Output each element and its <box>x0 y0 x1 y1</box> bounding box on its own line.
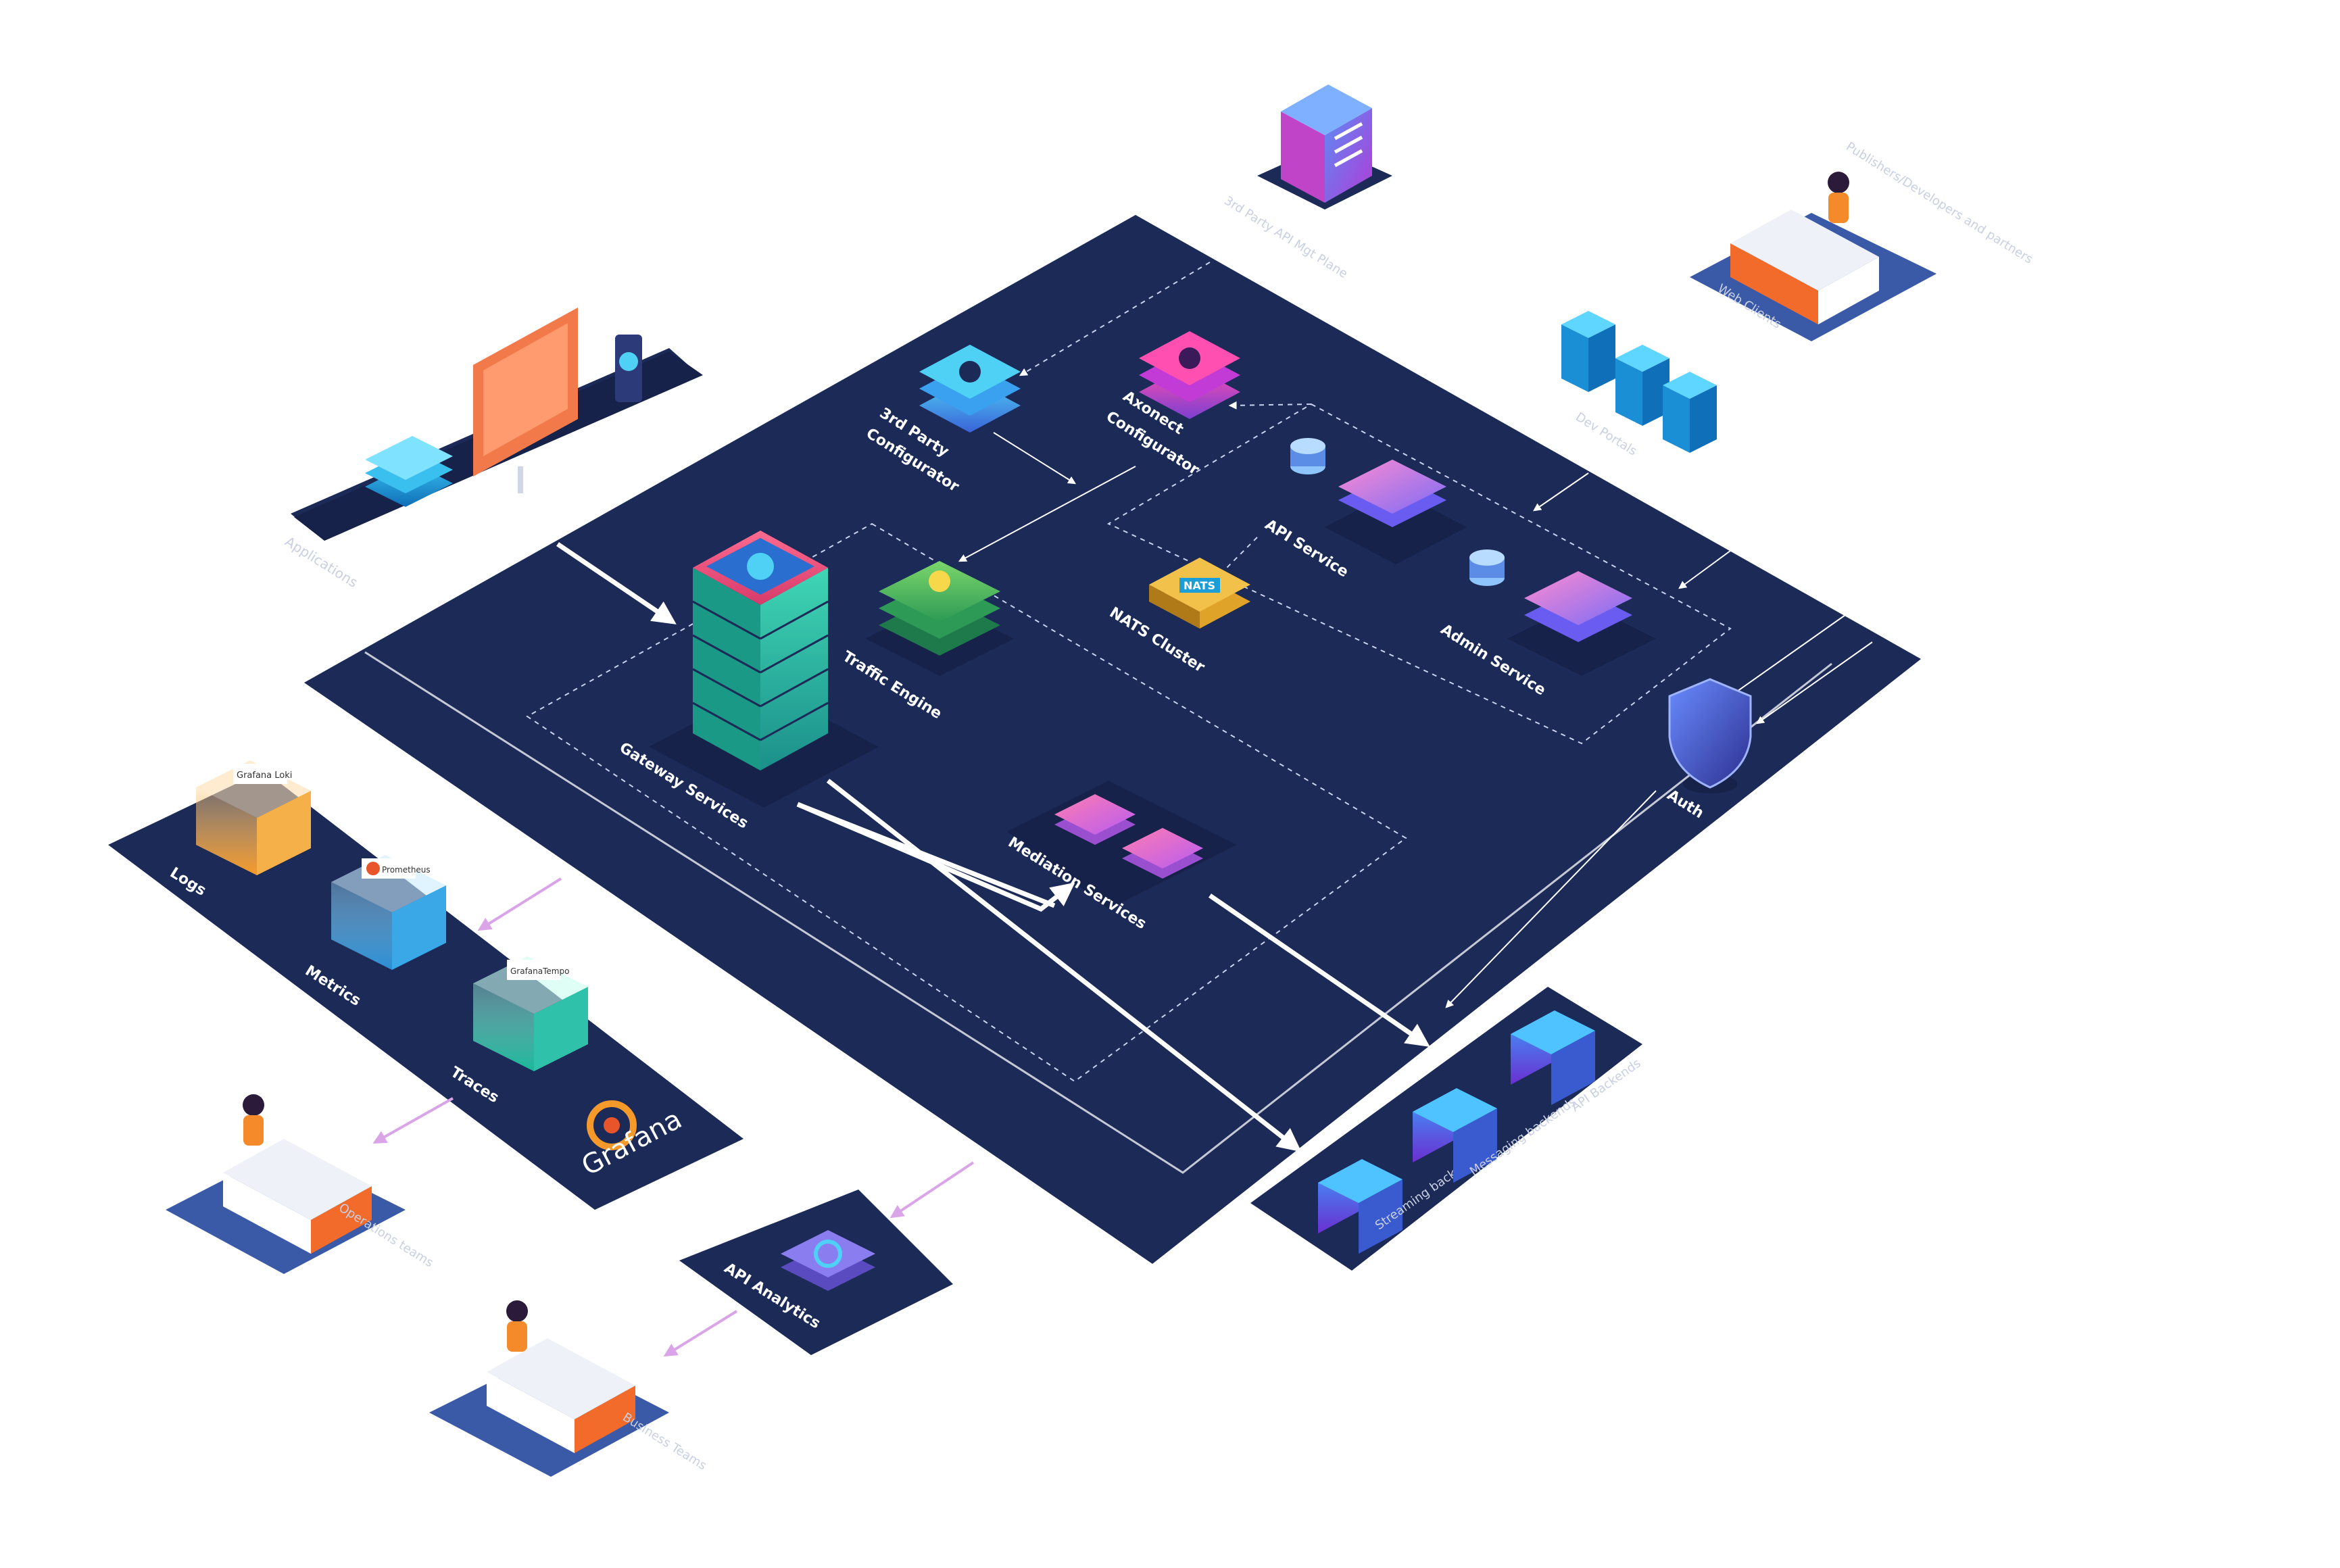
gateway-services[interactable]: Gateway Services <box>616 531 879 832</box>
grafana-icon <box>587 1100 637 1150</box>
web-clients[interactable]: Publishers/Developers and partners Web C… <box>1690 139 2035 341</box>
person-icon <box>243 1094 264 1116</box>
data-flow-arrows <box>372 877 975 1357</box>
prometheus-label: Prometheus <box>382 865 431 875</box>
phone-icon <box>615 335 642 402</box>
applications-label: Applications <box>282 533 360 591</box>
logs-block[interactable]: Grafana Loki Logs <box>167 760 311 900</box>
third-party-mgmt-plane-label: 3rd Party API Mgt Plane <box>1221 193 1350 281</box>
grafana-loki-label: Grafana Loki <box>237 770 292 781</box>
observability-platform: Grafana Loki Logs Prometheus Metrics Gra… <box>108 760 744 1210</box>
traces-block[interactable]: GrafanaTempo Traces <box>447 956 588 1106</box>
api-service[interactable]: API Service <box>1262 438 1467 581</box>
person-icon <box>1828 172 1849 193</box>
api-analytics[interactable]: API Analytics <box>679 1190 953 1355</box>
analytics-icon <box>814 1240 842 1268</box>
business-teams[interactable]: Business Teams <box>429 1300 709 1477</box>
business-teams-label: Business Teams <box>620 1410 709 1473</box>
person-icon <box>506 1300 528 1322</box>
auth[interactable]: Auth <box>1664 678 1752 822</box>
monitor-icon <box>473 308 578 493</box>
metrics-block[interactable]: Prometheus Metrics <box>302 855 446 1010</box>
axonect-configurator[interactable]: Axonect Configurator <box>1103 331 1240 479</box>
grafana-tempo-label: GrafanaTempo <box>510 966 569 976</box>
dev-portals[interactable]: Dev Portals <box>1561 311 1717 459</box>
applications[interactable]: Applications <box>282 308 703 591</box>
nats-badge: NATS <box>1184 579 1215 592</box>
server-rack-icon <box>365 436 453 507</box>
main-platform <box>304 215 1921 1264</box>
traffic-engine[interactable]: Traffic Engine <box>839 561 1014 722</box>
operations-teams[interactable]: Operations teams <box>166 1094 436 1274</box>
third-party-mgmt-plane[interactable]: 3rd Party API Mgt Plane <box>1221 84 1392 281</box>
shield-icon <box>1668 678 1752 789</box>
